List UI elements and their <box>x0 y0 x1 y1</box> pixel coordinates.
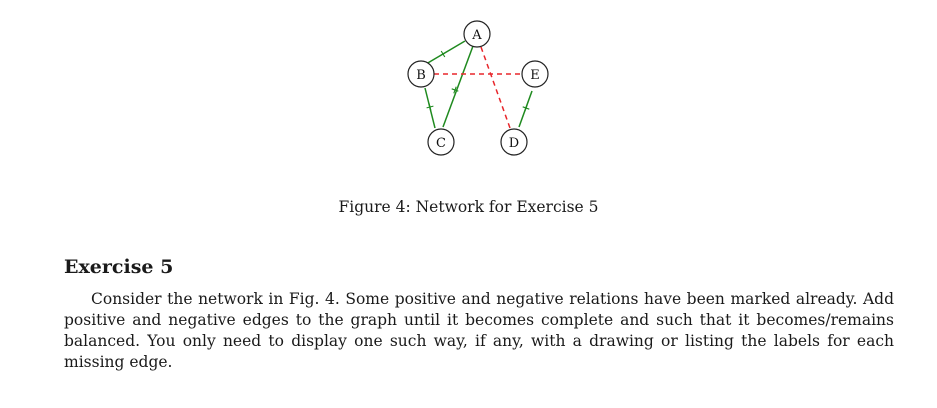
node-e-label: E <box>530 68 540 83</box>
exercise-body: Consider the network in Fig. 4. Some pos… <box>64 290 894 371</box>
exercise-title: Exercise 5 <box>64 256 174 278</box>
plus-marker-a-c <box>451 86 459 94</box>
node-b-label: B <box>416 68 426 83</box>
node-d: D <box>500 128 528 156</box>
network-figure: A B C D E <box>407 20 549 156</box>
node-c: C <box>427 128 455 156</box>
plus-marker-b-c <box>426 103 434 111</box>
figure-caption: Figure 4: Network for Exercise 5 <box>338 198 599 216</box>
node-a-label: A <box>471 28 482 43</box>
node-a: A <box>463 20 491 48</box>
node-e: E <box>521 60 549 88</box>
node-b: B <box>407 60 435 88</box>
edge-a-c <box>442 45 474 128</box>
node-c-label: C <box>436 136 446 151</box>
node-d-label: D <box>509 136 519 151</box>
plus-marker-a-b <box>439 50 447 58</box>
plus-marker-d-e <box>522 104 530 112</box>
edge-a-d <box>480 46 511 129</box>
